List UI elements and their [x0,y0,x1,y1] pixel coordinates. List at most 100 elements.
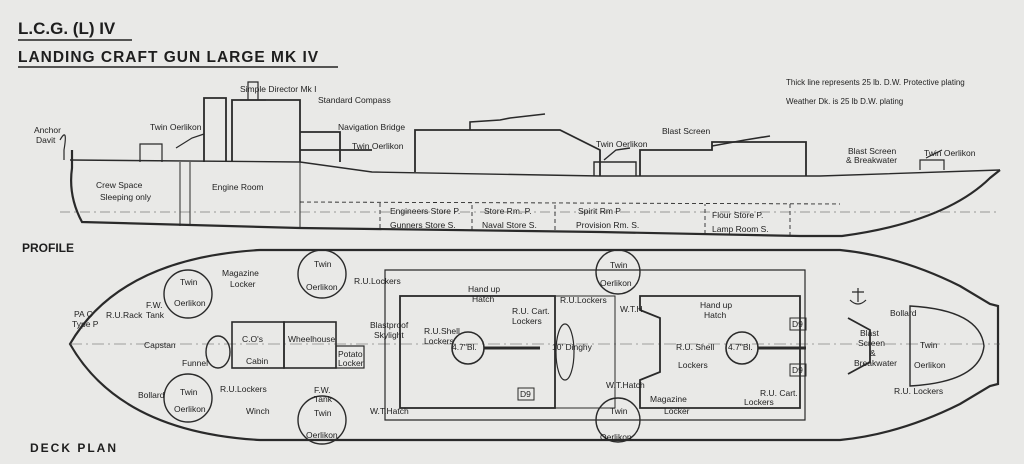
deck-plan-view: Magazine Locker Twin Oerlikon Twin Oerli… [30,248,1000,455]
label-anchor: Anchor [34,125,61,135]
label-engine-room: Engine Room [212,182,264,192]
drawing-code: L.C.G. (L) IV [18,19,116,38]
label-hatch: Hatch [472,294,494,304]
label-dinghy: 10' Dinghy [552,342,593,352]
label-navigation-bridge: Navigation Bridge [338,122,405,132]
label-twin-bridge-port: Twin [314,259,332,269]
profile-bulkheads [179,162,301,228]
oerlikon-tub-bridge-stbd [297,395,347,445]
label-blast-screen-bw-1: Blast Screen [848,146,896,156]
plating-notes: Thick line represents 25 lb. D.W. Protec… [786,78,965,106]
anchor-icon [849,288,867,305]
label-standard-compass: Standard Compass [318,95,391,105]
oerlikon-tub-bridge-port [297,249,347,299]
label-magazine-locker: Locker [230,279,256,289]
funnel [205,335,231,369]
label-sleeping-only: Sleeping only [100,192,152,202]
label-gun-47-aft: 4.7"Bl. [728,342,753,352]
oerlikon-tub-fwd-port [163,269,213,319]
label-blastproof: Blastproof [370,320,409,330]
wheelhouse [283,321,337,369]
label-d9-aft-1: D9 [792,319,803,329]
label-ru-cart-aft: R.U. Cart. [760,388,798,398]
profile-forward-gun-house [414,129,601,176]
label-twin-stern: Twin [920,340,938,350]
label-fw-tank-2: F.W. [314,385,331,395]
label-spirit-rm: Spirit Rm P [578,206,621,216]
blast-screen-breakwater [847,317,871,375]
label-blast: Blast [860,328,880,338]
label-hatch-aft: Hatch [704,310,726,320]
label-oerlikon-fwd-port: Oerlikon [174,298,206,308]
label-hand-up-aft: Hand up [700,300,732,310]
oerlikon-tub-mid-top [595,249,641,295]
label-ru-lockers-1: R.U.Lockers [354,276,401,286]
profile-view: Anchor Davit Twin Oerlikon Simple Direct… [22,81,1001,255]
label-wt-hatch-2: W.T.Hatch [370,406,409,416]
label-ru-lockers-mid: R.U.Lockers [560,295,607,305]
label-hand-up: Hand up [468,284,500,294]
label-wth: W.T.H. [620,304,645,314]
label-oerlikon-bridge-stbd: Oerlikon [306,430,338,440]
label-blast-screen-bw-2: & Breakwater [846,155,897,165]
d9-box-aft-2 [789,363,807,377]
label-oerlikon-mid-bot: Oerlikon [600,432,632,442]
profile-fwd-oerlikon [139,133,205,162]
label-skylight: Skylight [374,330,404,340]
label-screen: Screen [858,338,885,348]
profile-hull-outline [70,150,1001,238]
label-potato-locker: Locker [338,358,364,368]
label-naval-store: Naval Store S. [482,220,537,230]
aft-gun-deckhouse [639,295,801,409]
deck-plan-heading: DECK PLAN [30,441,118,455]
label-flour-store: Flour Store P. [712,210,763,220]
label-fw-tank-1b: Tank [146,310,165,320]
label-blast-screen: Blast Screen [662,126,710,136]
potato-locker [335,345,365,369]
label-twin-fwd-stbd: Twin [180,387,198,397]
profile-aft-gun-barrel [711,135,771,147]
oerlikon-tub-mid-bot [595,397,641,443]
oerlikon-tub-fwd-stbd [163,373,213,423]
label-fw-tank-2b: Tank [314,394,333,404]
label-ru-cart: R.U. Cart. [512,306,550,316]
label-ru-shell: R.U.Shell [424,326,460,336]
label-ru-cart-lockers-aft: Lockers [744,397,774,407]
label-twin-mid-top: Twin [610,260,628,270]
label-twin-mid-bot: Twin [610,406,628,416]
label-d9-aft-2: D9 [792,365,803,375]
label-gunners-store: Gunners Store S. [390,220,456,230]
label-provision-rm: Provision Rm. S. [576,220,639,230]
label-magazine-aft: Magazine [650,394,687,404]
label-twin-oerlikon-fwd: Twin Oerlikon [150,122,202,132]
label-gun-47-fwd: 4.7"Bl. [452,342,477,352]
label-type-p: Type P [72,319,99,329]
label-pa-c: PA C [74,309,93,319]
profile-director-mast [240,81,266,101]
label-twin-fwd-port: Twin [180,277,198,287]
label-engineers-store: Engineers Store P. [390,206,460,216]
label-twin-oerlikon-mid: Twin Oerlikon [596,139,648,149]
label-twin-bridge-stbd: Twin [314,408,332,418]
label-ru-shell-lockers-aft: Lockers [678,360,708,370]
label-and: & [870,348,876,358]
label-oerlikon-mid-top: Oerlikon [600,278,632,288]
label-ru-shell-aft: R.U. Shell [676,342,714,352]
label-potato: Potato [338,349,363,359]
label-capstan: Capstan [144,340,176,350]
label-cabin: Cabin [246,356,268,366]
profile-aft-oerlikon [919,149,945,170]
d9-box-aft-1 [789,317,807,331]
label-twin-oerlikon-bridge: Twin Oerlikon [352,141,404,151]
label-ru-lockers-stern: R.U. Lockers [894,386,943,396]
label-ru-cart-lockers: Lockers [512,316,542,326]
label-oerlikon-bridge-port: Oerlikon [306,282,338,292]
label-d9-mid: D9 [520,389,531,399]
label-ru-rack: R.U.Rack [106,310,143,320]
note-line-1: Thick line represents 25 lb. D.W. Protec… [786,78,965,87]
profile-forward-gun-barrel [469,113,546,130]
label-ru-lockers-stbd: R.U.Lockers [220,384,267,394]
label-ru-shell-lockers: Lockers [424,336,454,346]
